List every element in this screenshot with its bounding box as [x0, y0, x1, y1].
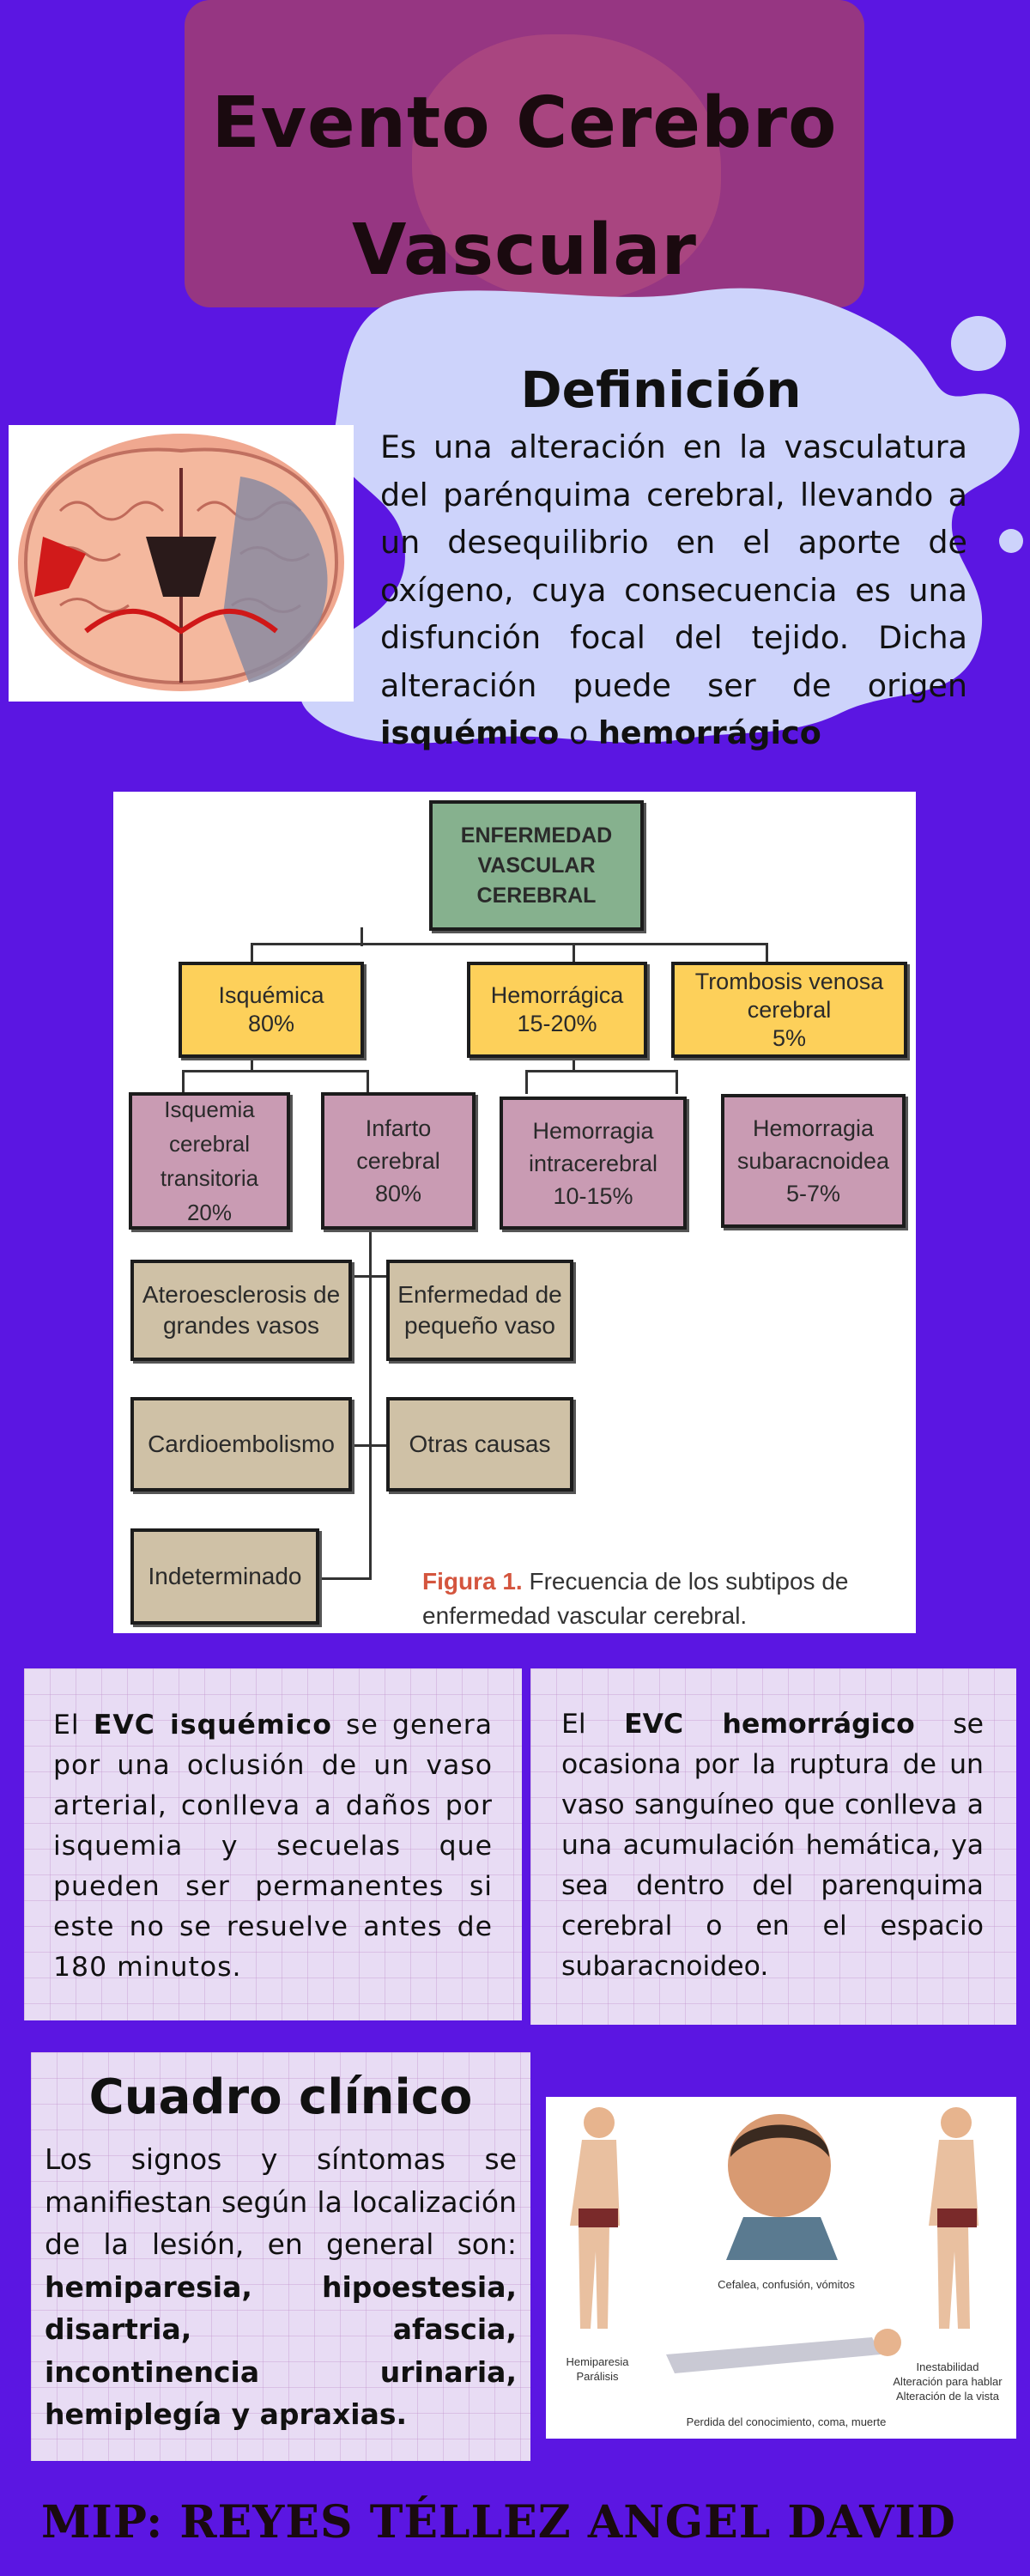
term-hemorrhagic: hemorrágico: [597, 714, 821, 751]
clinical-heading: Cuadro clínico: [88, 2069, 473, 2125]
figure-caption: Figura 1. Frecuencia de los subtipos de …: [422, 1564, 903, 1633]
connector-line: [251, 943, 253, 969]
ischemic-info-box: El EVC isquémico se genera por una oclus…: [24, 1668, 522, 2020]
connector-line: [573, 943, 575, 969]
connector-line: [573, 1054, 575, 1072]
connector-line: [525, 1070, 528, 1094]
node-percentage: 10-15%: [553, 1182, 633, 1209]
hemorrhagic-text: El EVC hemorrágico se ocasiona por la ru…: [561, 1704, 984, 1987]
brain-watermark-icon: [412, 34, 721, 301]
connector-line: [251, 943, 766, 945]
node-percentage: 5%: [772, 1024, 807, 1051]
author-footer: MIP: REYES TÉLLEZ ANGEL DAVID: [41, 2496, 956, 2549]
connector-line: [319, 1577, 372, 1580]
connector-line: [369, 1228, 372, 1580]
node-label: Hemorrágica: [490, 982, 624, 1008]
connector-line: [766, 943, 768, 969]
definition-text: Es una alteración en la vasculatura del …: [380, 423, 967, 757]
evc-classification-diagram: ENFERMEDAD VASCULAR CEREBRAL Isquémica 80…: [113, 792, 916, 1633]
ischemic-term: EVC isquémico: [93, 1710, 332, 1741]
node-percentage: 15-20%: [517, 1011, 597, 1036]
definition-heading: Definición: [520, 361, 802, 419]
node-label: Infarto cerebral: [356, 1115, 440, 1174]
figure-label-consciousness: Perdida del conocimiento, coma, muerte: [686, 2415, 887, 2428]
page-title: Evento Cerebro Vascular: [185, 60, 864, 314]
clinical-description: Los signos y síntomas se manifiestan seg…: [45, 2142, 517, 2261]
definition-intro: Es una alteración en la vasculatura del …: [380, 428, 967, 704]
clinical-symptoms-illustration: Cefalea, confusión, vómitos Hemiparesia …: [546, 2097, 1016, 2439]
node-label: Isquémica: [218, 982, 324, 1008]
caption-text: Frecuencia de los subtipos de enfermedad…: [422, 1568, 849, 1629]
node-percentage: 5-7%: [785, 1181, 841, 1206]
ischemic-prefix: El: [53, 1710, 80, 1741]
connector-line: [352, 1444, 386, 1447]
connector-line: [360, 927, 363, 946]
node-small-vessel-disease: Enfermedad de pequeño vaso: [386, 1260, 573, 1361]
clinical-box: Cuadro clínico Los signos y síntomas se …: [31, 2052, 530, 2461]
node-percentage: 80%: [247, 1011, 295, 1036]
connector-line: [525, 1070, 676, 1072]
node-large-vessel-atherosclerosis: Ateroesclerosis de grandes vasos: [130, 1260, 352, 1361]
node-cerebral-infarction: Infarto cerebral 80%: [321, 1092, 476, 1230]
connector-line: [182, 1070, 367, 1072]
node-label: Hemorragia intracerebral: [528, 1117, 658, 1176]
node-tia: Isquemia cerebral transitoria 20%: [129, 1092, 290, 1230]
hemorrhagic-info-box: El EVC hemorrágico se ocasiona por la ru…: [530, 1668, 1016, 2025]
figure-label-instability: Inestabilidad Alteración para hablar Alt…: [893, 2360, 1003, 2403]
node-intracerebral-hemorrhage: Hemorragia intracerebral 10-15%: [500, 1097, 687, 1230]
title-line-2: Vascular: [352, 210, 697, 291]
hemorrhagic-term: EVC hemorrágico: [624, 1709, 915, 1740]
clinical-symptoms: hemiparesia, hipoestesia, disartria, afa…: [45, 2269, 517, 2432]
connector-line: [367, 1070, 369, 1094]
hemorrhagic-prefix: El: [561, 1709, 586, 1740]
node-ischemic: Isquémica 80%: [179, 962, 364, 1058]
connector-line: [182, 1070, 185, 1094]
term-ischemic: isquémico: [380, 714, 560, 751]
node-cardioembolism: Cardioembolismo: [130, 1397, 352, 1492]
connector-line: [352, 1275, 386, 1278]
connector-line: [251, 1054, 253, 1072]
node-percentage: 80%: [374, 1181, 422, 1206]
node-percentage: 20%: [186, 1200, 233, 1225]
ischemic-description: se genera por una oclusión de un vaso ar…: [53, 1710, 494, 1983]
caption-label: Figura 1.: [422, 1568, 523, 1595]
node-other-causes: Otras causas: [386, 1397, 573, 1492]
node-label: Isquemia cerebral transitoria: [160, 1097, 259, 1191]
node-label: Trombosis venosa cerebral: [694, 968, 884, 1023]
brain-coronal-image: [9, 425, 354, 702]
node-root: ENFERMEDAD VASCULAR CEREBRAL: [429, 800, 644, 931]
definition-connector: o: [568, 714, 589, 751]
node-label: Hemorragia subaracnoidea: [736, 1115, 890, 1174]
hemorrhagic-description: se ocasiona por la ruptura de un vaso sa…: [561, 1709, 985, 1982]
node-subarachnoid-hemorrhage: Hemorragia subaracnoidea 5-7%: [721, 1094, 906, 1228]
figure-label-headache: Cefalea, confusión, vómitos: [718, 2278, 855, 2291]
figure-label-hemiparesis: Hemiparesia Parálisis: [566, 2355, 629, 2383]
node-undetermined: Indeterminado: [130, 1528, 319, 1625]
paint-splash-background: [300, 288, 1023, 744]
title-line-1: Evento Cerebro: [211, 82, 838, 164]
ischemic-text: El EVC isquémico se genera por una oclus…: [53, 1705, 493, 1988]
clinical-text: Los signos y síntomas se manifiestan seg…: [45, 2138, 517, 2436]
connector-line: [676, 1070, 678, 1094]
node-hemorrhagic: Hemorrágica 15-20%: [467, 962, 647, 1058]
